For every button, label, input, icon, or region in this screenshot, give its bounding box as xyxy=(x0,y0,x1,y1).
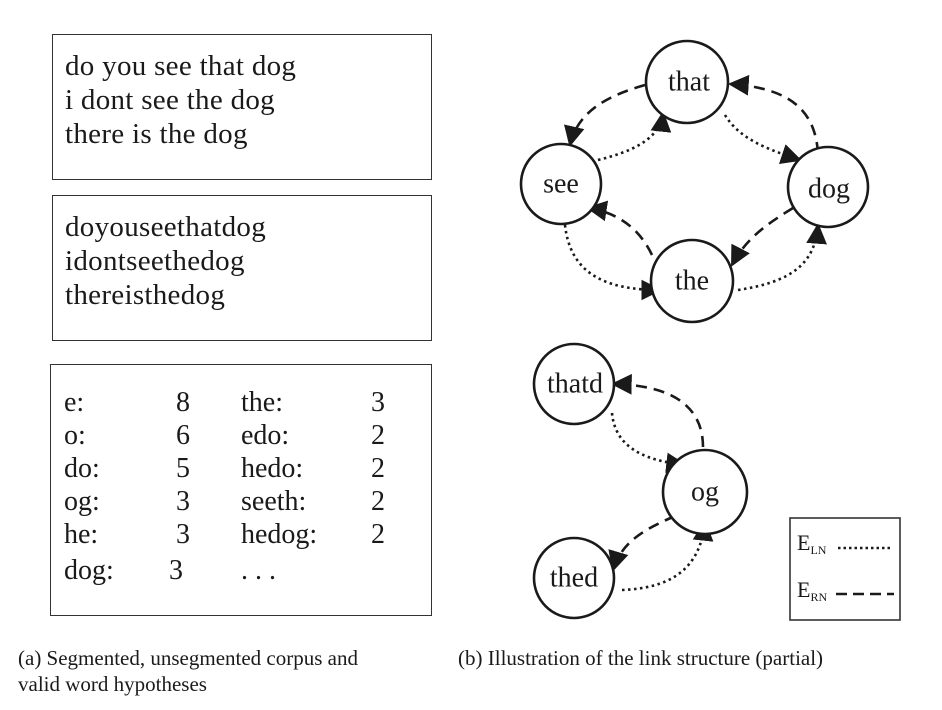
hypothesis-word: o: xyxy=(64,420,86,451)
hypothesis-word: edo: xyxy=(241,420,290,451)
caption-a-line1: (a) Segmented, unsegmented corpus and xyxy=(18,646,358,670)
legend-ln-label: E xyxy=(797,530,810,555)
node-label: dog xyxy=(808,174,850,205)
hypothesis-count: 2 xyxy=(371,519,385,550)
node-label: og xyxy=(691,477,719,508)
hypothesis-count: 3 xyxy=(371,387,385,418)
node-og xyxy=(661,448,749,536)
hypothesis-count: 2 xyxy=(371,486,385,517)
hypothesis-word: og: xyxy=(64,486,100,517)
hypothesis-count: 2 xyxy=(371,420,385,451)
hypothesis-count: 3 xyxy=(176,519,190,550)
word-hypotheses-box: e: 8 o: 6 do: 5 og: 3 he: 3 dog: 3 the: … xyxy=(50,364,432,616)
node-thatd xyxy=(532,342,616,426)
node-label: see xyxy=(543,169,579,200)
hypothesis-count: 3 xyxy=(176,486,190,517)
node-see xyxy=(519,142,603,226)
hypothesis-word: dog: xyxy=(64,555,114,586)
ellipsis: . . . xyxy=(241,555,276,586)
edge-rn-og-thed xyxy=(608,514,676,572)
node-label: that xyxy=(668,67,710,98)
edge-rn-dog-the xyxy=(730,206,794,267)
node-label: thatd xyxy=(547,369,603,400)
legend-rn-label: E xyxy=(797,577,810,602)
node-that xyxy=(644,39,730,125)
node-dog xyxy=(786,145,870,229)
corpus-string: doyouseethatdog xyxy=(65,211,267,243)
hypothesis-word: do: xyxy=(64,453,100,484)
edge-rn-dog-that xyxy=(727,74,820,154)
node-the xyxy=(649,238,735,324)
legend: ELN ERN xyxy=(789,517,901,621)
corpus-sentence: i dont see the dog xyxy=(65,84,275,116)
edge-rn-og-thatd xyxy=(610,373,705,448)
legend-ln-subscript: LN xyxy=(810,543,826,557)
edge-ln-thed-og xyxy=(621,519,714,592)
corpus-string: thereisthedog xyxy=(65,279,226,311)
corpus-sentence: do you see that dog xyxy=(65,50,297,82)
caption-a-line2: valid word hypotheses xyxy=(18,672,207,696)
caption-b: (b) Illustration of the link structure (… xyxy=(458,646,824,670)
edge-ln-the-dog xyxy=(737,222,827,292)
svg-text:ELN: ELN xyxy=(797,530,827,557)
edge-rn-the-see xyxy=(585,200,654,256)
edge-ln-that-dog xyxy=(723,114,802,164)
segmented-corpus-box: do you see that dog i dont see the dog t… xyxy=(52,34,432,180)
node-thed xyxy=(532,536,616,620)
hypothesis-word: hedo: xyxy=(241,453,304,484)
hypothesis-word: the: xyxy=(241,387,283,418)
hypothesis-word: seeth: xyxy=(241,486,307,517)
corpus-sentence: there is the dog xyxy=(65,118,248,150)
unsegmented-corpus-box: doyouseethatdog idontseethedog thereisth… xyxy=(52,195,432,341)
hypothesis-word: hedog: xyxy=(241,519,318,550)
edge-rn-that-see xyxy=(564,83,646,148)
legend-rn-subscript: RN xyxy=(810,590,827,604)
hypothesis-count: 8 xyxy=(176,387,190,418)
link-structure-diagram: that see dog the thatd og thed ELN ERN xyxy=(519,39,901,621)
node-label: the xyxy=(675,266,709,297)
edge-ln-see-that xyxy=(597,110,672,162)
svg-text:ERN: ERN xyxy=(797,577,827,604)
corpus-string: idontseethedog xyxy=(65,245,245,277)
hypothesis-word: e: xyxy=(64,387,85,418)
edge-ln-see-the xyxy=(563,224,663,301)
hypothesis-count: 2 xyxy=(371,453,385,484)
hypothesis-count: 3 xyxy=(169,555,183,586)
hypothesis-count: 5 xyxy=(176,453,190,484)
hypothesis-word: he: xyxy=(64,519,99,550)
hypothesis-count: 6 xyxy=(176,420,190,451)
edge-ln-thatd-og xyxy=(610,412,688,474)
node-label: thed xyxy=(550,563,598,594)
